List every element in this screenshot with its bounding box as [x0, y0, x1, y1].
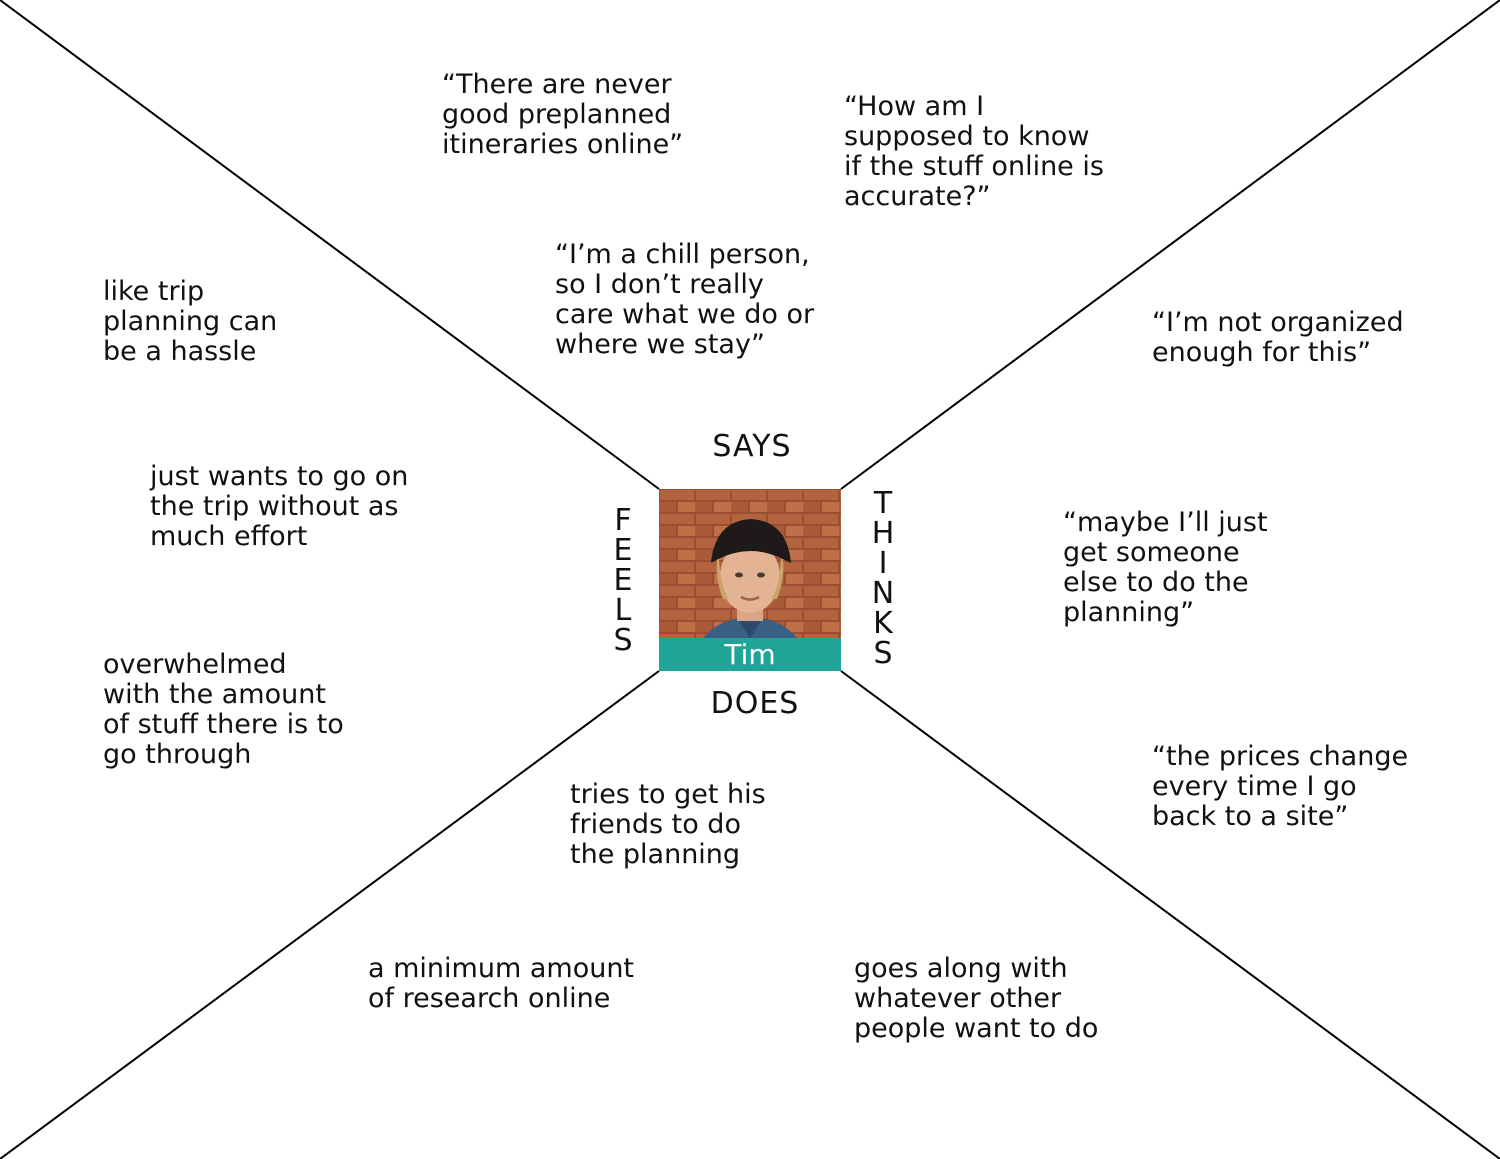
- does-note-3: goes along with whatever other people wa…: [854, 953, 1099, 1044]
- mouth: [740, 595, 760, 601]
- feels-note-1: like trip planning can be a hassle: [103, 276, 278, 367]
- persona-card: Tim: [659, 489, 841, 671]
- feels-label: F E E L S: [613, 503, 633, 658]
- thinks-note-3: “maybe I’ll just get someone else to do …: [1063, 507, 1268, 628]
- does-note-1: tries to get his friends to do the plann…: [570, 779, 766, 870]
- says-label: SAYS: [712, 429, 792, 464]
- divider-top-left: [0, 0, 660, 490]
- says-note-2: “I’m a chill person, so I don’t really c…: [555, 239, 815, 360]
- beanie: [711, 519, 791, 563]
- feels-note-3: overwhelmed with the amount of stuff the…: [103, 649, 344, 770]
- persona-portrait: [659, 489, 841, 671]
- face: [720, 541, 780, 613]
- persona-name: Tim: [659, 638, 841, 671]
- hair-right: [771, 559, 784, 599]
- thinks-note-4: “the prices change every time I go back …: [1152, 741, 1409, 832]
- thinks-label: T H I N K S: [871, 486, 895, 671]
- divider-bottom-right: [840, 670, 1500, 1159]
- divider-top-right: [840, 0, 1500, 490]
- hair: [716, 559, 729, 599]
- does-note-2: a minimum amount of research online: [368, 953, 635, 1014]
- divider-bottom-left: [0, 670, 660, 1159]
- feels-note-2: just wants to go on the trip without as …: [150, 461, 409, 552]
- thinks-note-2: “I’m not organized enough for this”: [1152, 307, 1404, 368]
- says-note-1: “There are never good preplanned itinera…: [442, 69, 684, 160]
- does-label: DOES: [710, 686, 800, 721]
- collar: [737, 617, 763, 639]
- eye-right: [757, 572, 765, 578]
- thinks-note-1: “How am I supposed to know if the stuff …: [844, 91, 1104, 212]
- eye-left: [735, 572, 743, 578]
